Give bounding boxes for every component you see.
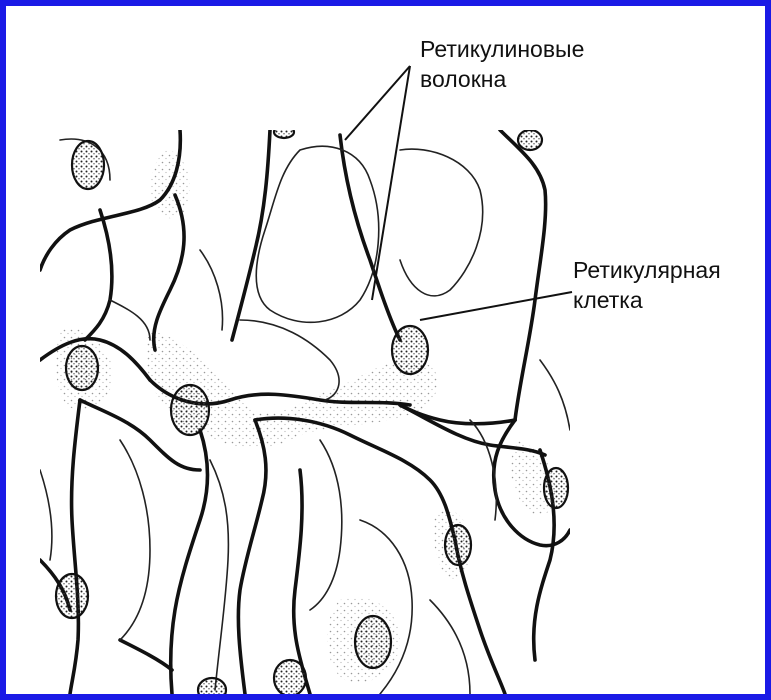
nucleus	[72, 141, 104, 189]
label-reticulin-fibers-line1: Ретикулиновые	[420, 34, 584, 64]
nucleus	[445, 525, 471, 565]
label-reticulin-fibers-line2: волокна	[420, 64, 584, 94]
nucleus	[56, 574, 88, 618]
leader-line-fibers-2	[372, 66, 410, 300]
nucleus	[171, 385, 209, 435]
leader-line-cell	[420, 292, 572, 320]
tissue-network	[40, 126, 570, 700]
nucleus	[198, 678, 226, 700]
label-reticular-cell: Ретикулярная клетка	[573, 255, 721, 315]
nucleus	[66, 346, 98, 390]
label-reticular-cell-line2: клетка	[573, 285, 721, 315]
nucleus	[544, 468, 568, 508]
nucleus	[355, 616, 391, 668]
nucleus-highlighted-cell	[392, 326, 428, 374]
label-reticular-cell-line1: Ретикулярная	[573, 255, 721, 285]
label-reticulin-fibers: Ретикулиновые волокна	[420, 34, 584, 94]
nucleus	[274, 126, 294, 138]
nucleus	[274, 660, 306, 696]
nucleus	[518, 130, 542, 150]
